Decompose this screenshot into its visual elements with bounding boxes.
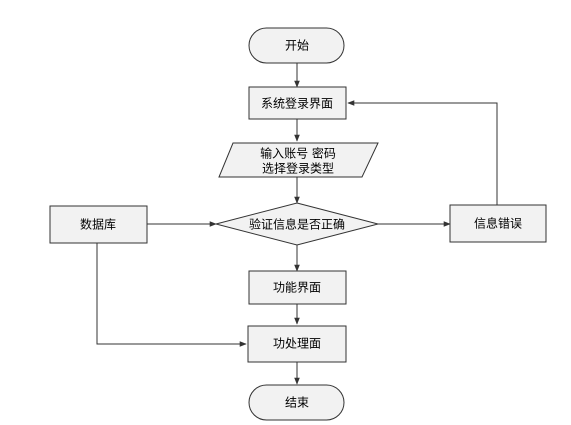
input-node: 输入账号 密码 选择登录类型: [218, 142, 379, 178]
verify-node: 验证信息是否正确: [214, 202, 380, 246]
process-label: 功处理面: [273, 337, 321, 351]
database-node: 数据库: [49, 205, 148, 244]
error-label: 信息错误: [474, 216, 522, 231]
edges: [96, 63, 498, 385]
process-node: 功处理面: [247, 325, 347, 363]
login-label: 系统登录界面: [261, 96, 333, 111]
verify-label: 验证信息是否正确: [249, 217, 345, 232]
edge-database-to-process: [96, 243, 247, 347]
end-label: 结束: [285, 396, 309, 410]
error-node: 信息错误: [449, 204, 547, 243]
end-node: 结束: [248, 384, 345, 421]
start-node: 开始: [248, 27, 345, 64]
input-label-line1: 输入账号 密码: [260, 146, 336, 161]
database-label: 数据库: [80, 217, 116, 232]
edge-error-to-login: [347, 100, 498, 205]
function-label: 功能界面: [273, 281, 321, 295]
login-node: 系统登录界面: [248, 86, 347, 120]
function-node: 功能界面: [248, 270, 347, 305]
start-label: 开始: [285, 39, 309, 53]
input-label-line2: 选择登录类型: [262, 161, 334, 176]
